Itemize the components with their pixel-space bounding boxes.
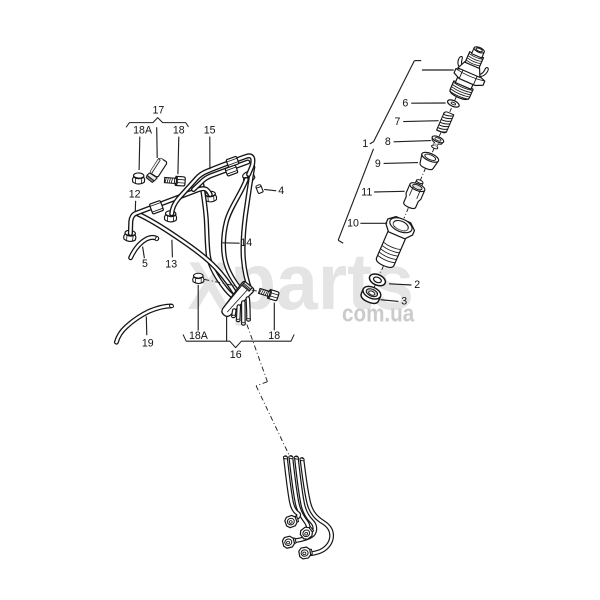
svg-text:3: 3: [401, 296, 407, 308]
svg-text:4: 4: [278, 185, 284, 197]
svg-text:12: 12: [129, 189, 141, 201]
svg-text:2: 2: [414, 279, 420, 291]
svg-text:18: 18: [268, 330, 280, 342]
svg-text:17: 17: [153, 104, 165, 116]
svg-text:14: 14: [240, 237, 252, 249]
svg-text:10: 10: [347, 218, 359, 230]
svg-text:6: 6: [402, 97, 408, 109]
svg-text:9: 9: [375, 158, 381, 170]
svg-text:5: 5: [142, 258, 148, 270]
svg-text:18A: 18A: [133, 124, 153, 136]
svg-text:18: 18: [173, 124, 185, 136]
svg-text:13: 13: [165, 259, 177, 271]
svg-text:com.ua: com.ua: [342, 300, 415, 327]
svg-text:8: 8: [385, 136, 391, 148]
svg-text:7: 7: [395, 116, 401, 128]
svg-text:19: 19: [142, 338, 154, 350]
svg-text:16: 16: [230, 349, 242, 361]
svg-text:11: 11: [361, 186, 372, 198]
svg-text:18A: 18A: [189, 330, 209, 342]
svg-text:15: 15: [204, 124, 216, 136]
svg-text:1: 1: [362, 138, 368, 150]
